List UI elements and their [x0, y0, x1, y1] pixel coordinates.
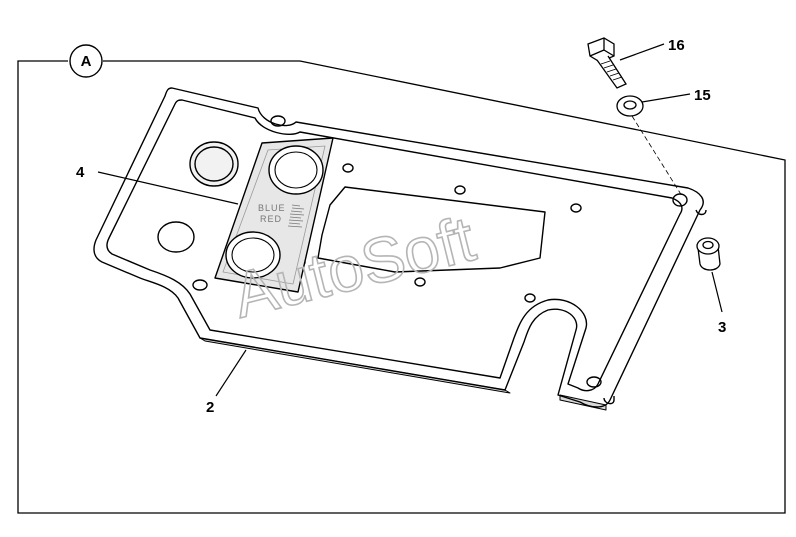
plate-marking-blue: BLUE	[258, 203, 286, 213]
washer	[616, 95, 644, 117]
callouts: 16 15 4 3 2	[76, 37, 726, 416]
connector-plate: BLUE RED	[214, 137, 334, 293]
callout-4: 4	[76, 164, 85, 181]
bolt	[587, 37, 627, 89]
view-label-text: A	[81, 53, 92, 70]
view-label: A	[69, 44, 103, 78]
callout-15: 15	[694, 87, 711, 104]
mounting-plate	[93, 87, 707, 411]
assembly-axis	[631, 115, 683, 197]
plate-marking-red: RED	[260, 214, 282, 224]
view-frame	[17, 60, 786, 514]
spacer-bushing	[696, 237, 721, 271]
leader-lines	[97, 43, 723, 397]
callout-2: 2	[206, 399, 214, 416]
plate-barcode	[287, 204, 305, 228]
callout-3: 3	[718, 319, 726, 336]
callout-16: 16	[668, 37, 685, 54]
